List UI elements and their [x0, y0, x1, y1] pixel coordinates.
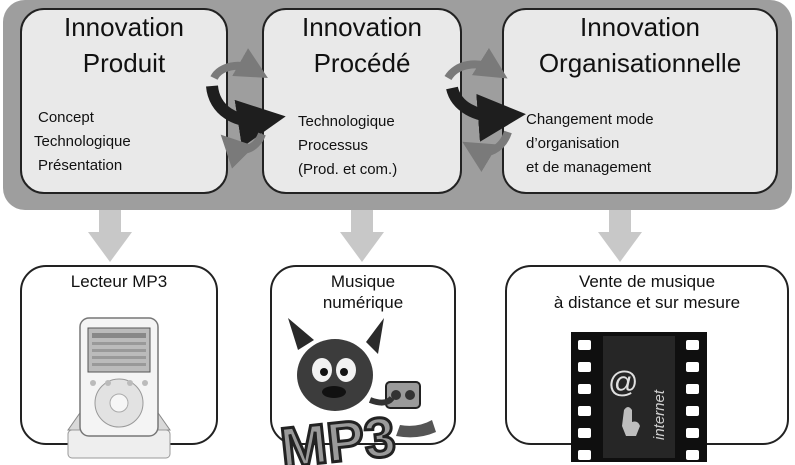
body-line: d’organisation: [526, 135, 620, 152]
body-line: et de management: [526, 159, 652, 176]
down-arrow-icon: [88, 210, 132, 262]
example-card-vente: Vente de musique à distance et sur mesur…: [505, 265, 789, 445]
box-body: Concept Technologique Présentation: [34, 106, 131, 178]
card-title-line: Musique: [330, 272, 396, 291]
card-title-line: à distance et sur mesure: [553, 293, 741, 312]
box-body: Technologique Processus (Prod. et com.): [298, 110, 397, 182]
box-title-line2: Produit: [82, 48, 166, 78]
body-line: Changement mode: [526, 111, 654, 128]
body-line: (Prod. et com.): [298, 161, 398, 178]
down-arrow-icon: [598, 210, 642, 262]
card-title: Musique numérique: [272, 271, 454, 313]
body-line: Processus: [298, 137, 369, 154]
card-title-line: numérique: [322, 293, 404, 312]
down-arrow-icon: [340, 210, 384, 262]
arrows-layer: [88, 47, 642, 262]
box-title-line1: Innovation: [302, 12, 422, 42]
body-line: Concept: [38, 109, 94, 126]
cycle-arrows-icon: [206, 48, 286, 169]
card-title-line: Vente de musique: [578, 272, 716, 291]
card-title: Vente de musique à distance et sur mesur…: [507, 271, 787, 313]
box-body: Changement mode d’organisation et de man…: [526, 108, 654, 180]
box-title-line2: Organisationnelle: [538, 48, 742, 78]
example-card-lecteur: Lecteur MP3: [20, 265, 218, 445]
box-title-line1: Innovation: [580, 12, 700, 42]
box-title-line2: Procédé: [313, 48, 411, 78]
cycle-arrows-icon: [444, 47, 526, 172]
example-card-musique: Musique numérique: [270, 265, 456, 445]
body-line: Technologique: [298, 113, 395, 130]
innovation-produit-box: Innovation Produit Concept Technologique…: [20, 8, 228, 194]
body-line: Présentation: [38, 157, 123, 174]
box-title-line1: Innovation: [64, 12, 184, 42]
card-title: Lecteur MP3: [70, 272, 168, 291]
body-line: Technologique: [34, 133, 131, 150]
